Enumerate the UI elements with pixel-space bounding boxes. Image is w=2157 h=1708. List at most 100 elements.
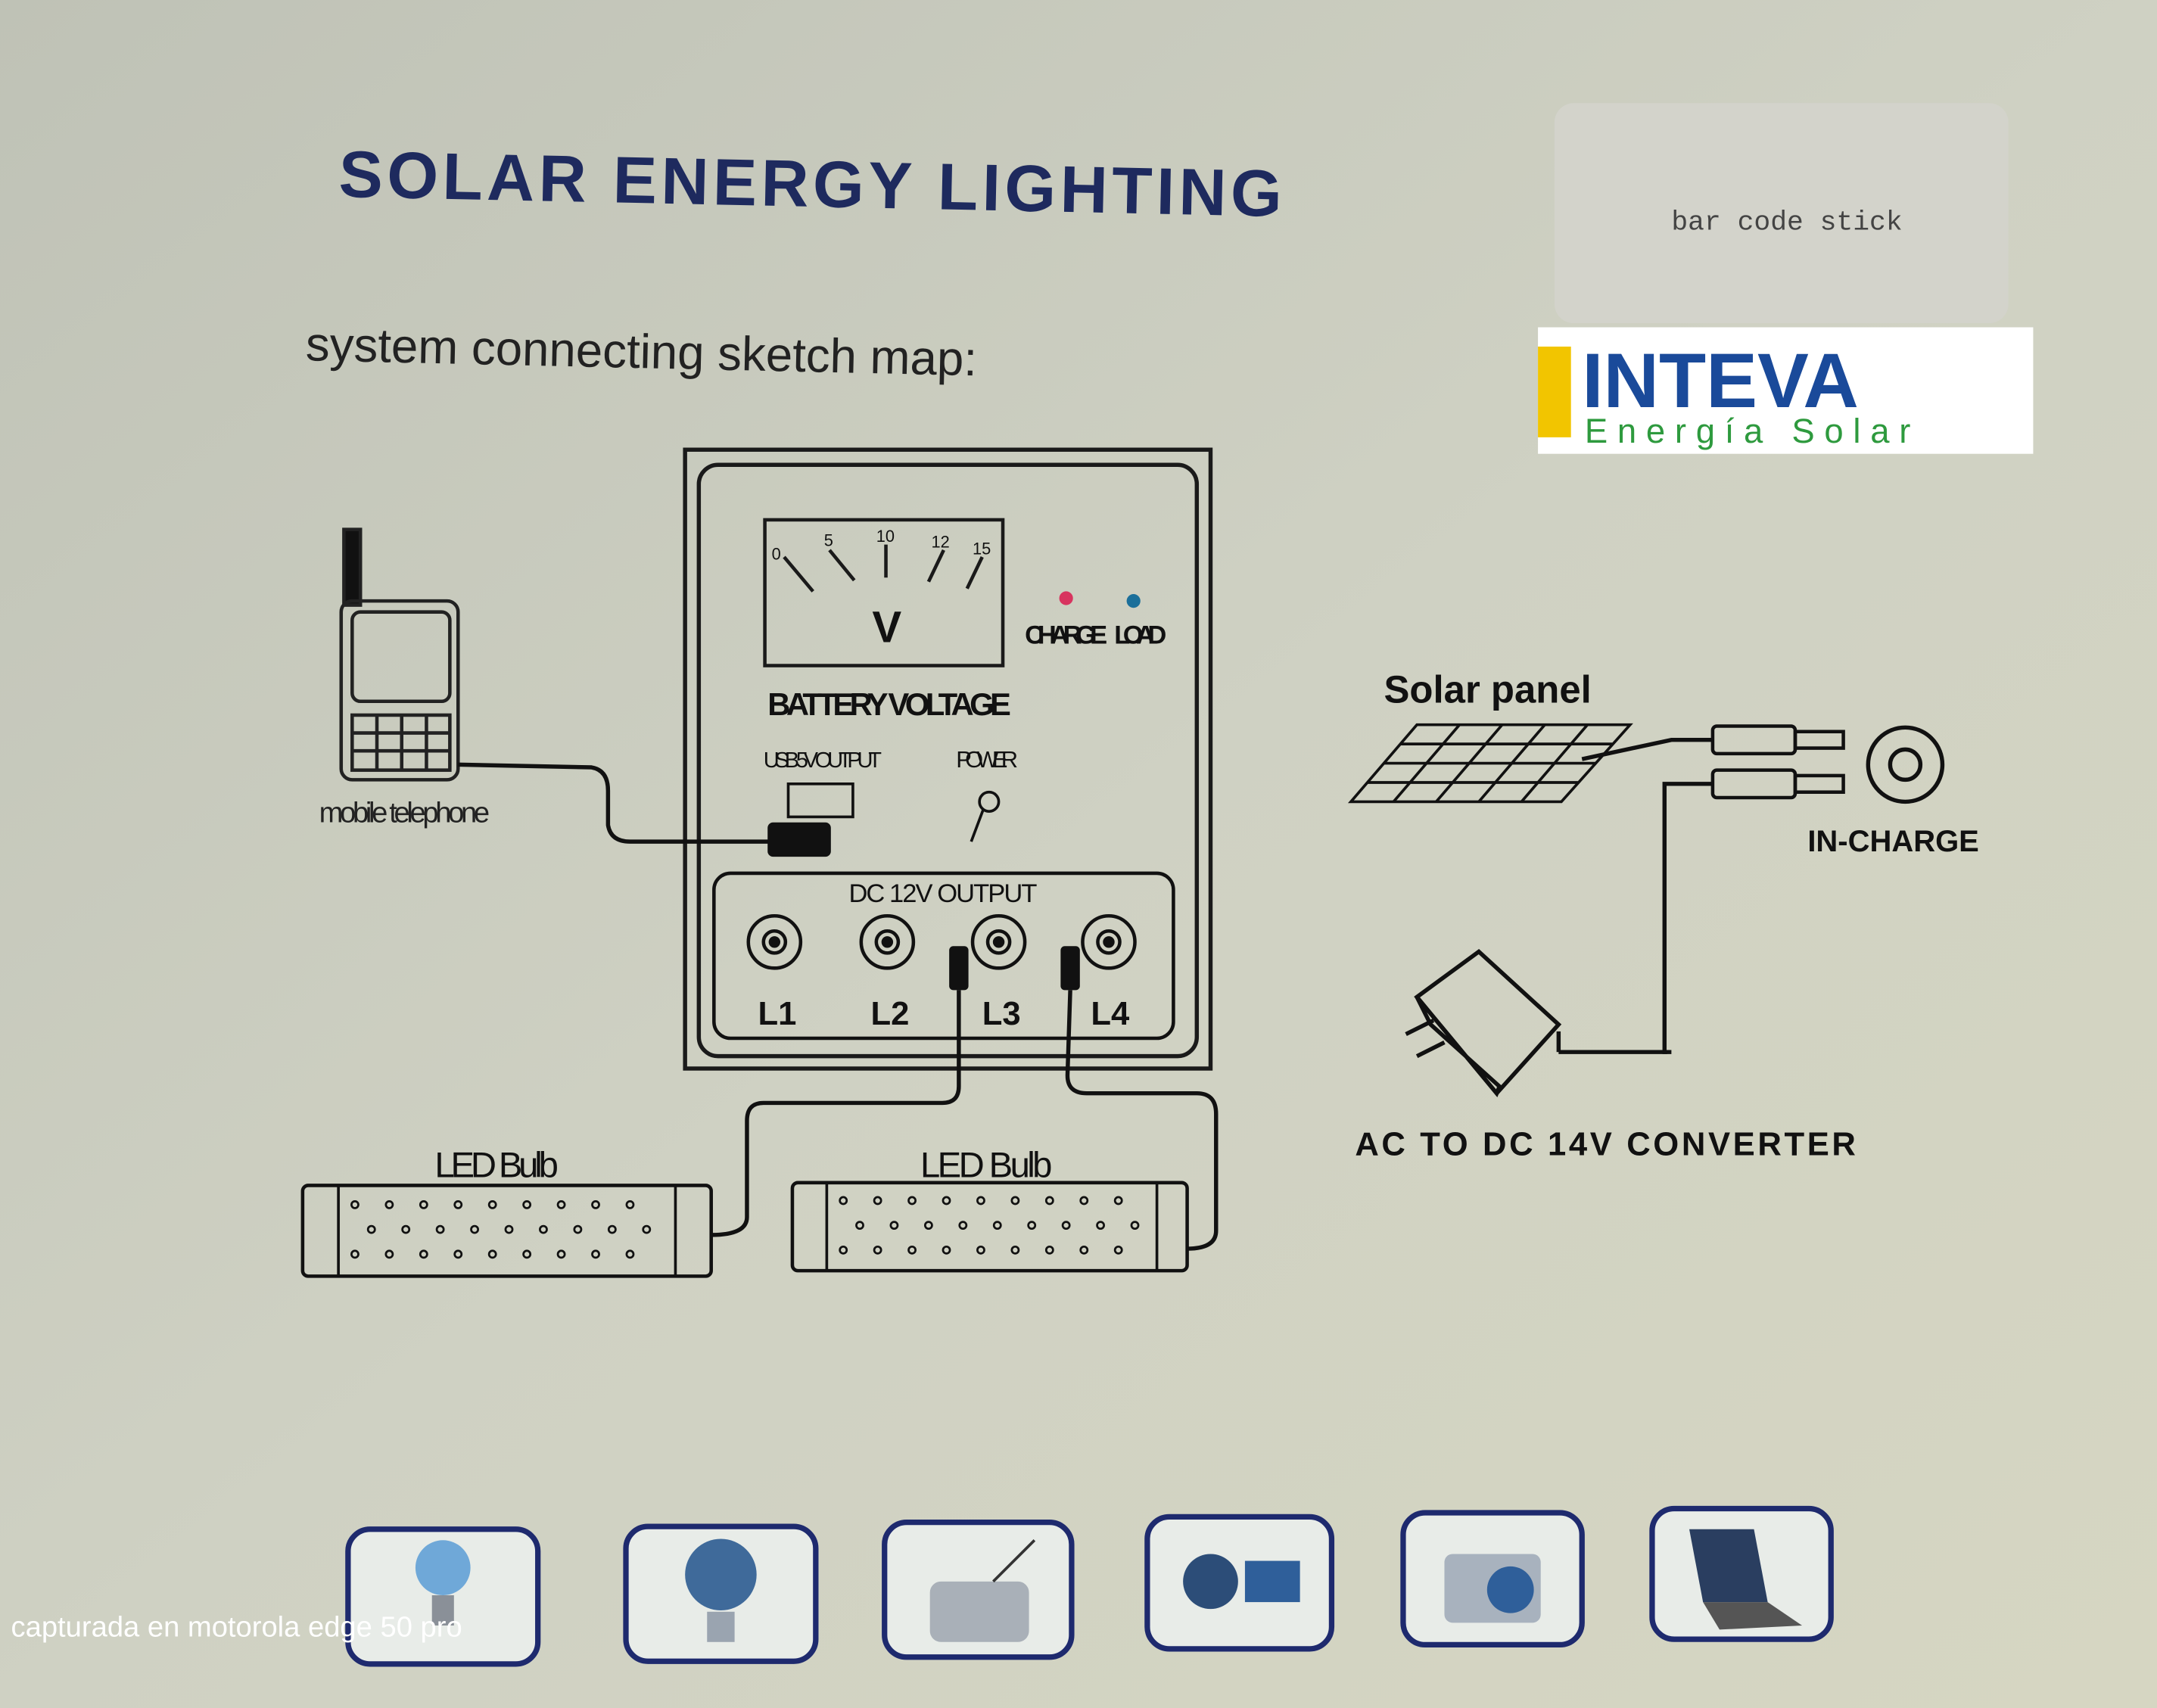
charge-led-icon [1059, 591, 1073, 605]
battery-voltage-label: BATTERY VOLTAGE [767, 686, 1011, 722]
plug-icon [1060, 946, 1080, 991]
meter-tick: 5 [824, 530, 833, 549]
bulb-cables [711, 990, 1219, 1251]
output-label: L4 [1091, 996, 1130, 1032]
led-dot [1079, 1245, 1089, 1255]
led-bulb-label: LED Bulb [434, 1146, 559, 1186]
led-dot [1010, 1196, 1020, 1206]
camera-watermark: capturada en motorola edge 50 pro [11, 1611, 462, 1644]
led-bulb-label: LED Bulb [920, 1146, 1052, 1186]
solar-panel-icon [1347, 723, 1633, 804]
led-dot [487, 1199, 497, 1209]
inteva-logo: INTEVA Energía Solar [1538, 327, 2034, 454]
output-label: L1 [758, 996, 796, 1032]
led-dot [1010, 1245, 1020, 1255]
barcode-label: bar code stick [1671, 207, 1902, 238]
led-dot [1113, 1245, 1123, 1255]
led-dot [504, 1224, 514, 1234]
usb-plug-icon [767, 822, 831, 857]
led-dot [1061, 1221, 1071, 1230]
led-dot [522, 1249, 532, 1259]
output-socket-l4 [1081, 914, 1137, 970]
converter-label: AC TO DC 14V CONVERTER [1355, 1126, 1856, 1162]
led-dot [839, 1196, 848, 1206]
dc-plug-icon [1710, 724, 1845, 800]
charge-cables [1581, 737, 1713, 1054]
led-dot [419, 1199, 428, 1209]
led-dot [470, 1224, 479, 1234]
led-dot [889, 1221, 899, 1230]
led-dot [1044, 1196, 1054, 1206]
led-dot [855, 1221, 864, 1230]
led-dot [873, 1196, 882, 1206]
logo-name: INTEVA [1582, 338, 1859, 424]
led-dot [907, 1245, 917, 1255]
led-dot [435, 1224, 445, 1234]
led-dot [591, 1199, 600, 1209]
output-label: L2 [871, 996, 910, 1032]
led-dot [907, 1196, 917, 1206]
led-dot [487, 1249, 497, 1259]
sun-icon [1538, 346, 1571, 437]
led-dot [839, 1245, 848, 1255]
led-dot [539, 1224, 548, 1234]
led-dot [923, 1221, 933, 1230]
in-charge-socket-icon [1866, 725, 1945, 804]
led-dot [642, 1224, 652, 1234]
led-dot [873, 1245, 882, 1255]
output-label: L3 [982, 996, 1021, 1032]
led-dot [1096, 1221, 1105, 1230]
led-dot [992, 1221, 1002, 1230]
led-dot [522, 1199, 532, 1209]
solar-panel-label: Solar panel [1384, 668, 1592, 711]
meter-tick: 0 [772, 545, 781, 564]
led-dot [384, 1199, 394, 1209]
led-dot [1079, 1196, 1089, 1206]
led-dot [1027, 1221, 1037, 1230]
led-bulb-2: LED Bulb [790, 1146, 1189, 1273]
load-led-icon [1126, 594, 1141, 608]
led-dot [384, 1249, 394, 1259]
load-label: LOAD [1114, 621, 1166, 649]
meter-unit: V [872, 603, 901, 652]
phone-label: mobile telephone [319, 797, 490, 829]
led-dot [556, 1199, 566, 1209]
phone-cable [458, 762, 770, 844]
mobile-phone-icon [339, 527, 460, 782]
led-dot [1113, 1196, 1123, 1206]
led-dot [1130, 1221, 1140, 1230]
led-dot [556, 1249, 566, 1259]
usb-output-label: USB 5V OUTPUT [764, 748, 882, 773]
output-socket-l2 [859, 914, 916, 970]
controller-box [683, 447, 1213, 1071]
led-dot [350, 1249, 360, 1259]
led-dot [453, 1249, 463, 1259]
led-dot [942, 1245, 951, 1255]
led-dot [366, 1224, 376, 1234]
led-dot [625, 1199, 635, 1209]
output-socket-l3 [970, 914, 1027, 970]
led-dot [976, 1196, 985, 1206]
charge-label: CHARGE [1025, 621, 1107, 649]
led-dot [607, 1224, 617, 1234]
led-dot [591, 1249, 600, 1259]
barcode-area: bar code stick [1554, 103, 2009, 324]
usb-port [786, 782, 854, 819]
output-socket-l1 [746, 914, 803, 970]
meter-tick: 10 [876, 527, 895, 546]
led-dot [625, 1249, 635, 1259]
led-dot [419, 1249, 428, 1259]
power-label: POWER [956, 746, 1018, 773]
led-bulb-1: LED Bulb [300, 1146, 713, 1278]
led-dot [1044, 1245, 1054, 1255]
meter-tick: 15 [973, 539, 991, 558]
power-switch-icon [970, 790, 1001, 842]
logo-tagline: Energía Solar [1585, 412, 1920, 450]
voltmeter: 0 5 10 12 15 V [763, 518, 1005, 667]
meter-tick: 12 [932, 532, 950, 551]
led-dot [958, 1221, 968, 1230]
led-dot [453, 1199, 463, 1209]
plug-icon [949, 946, 969, 991]
led-dot [976, 1245, 985, 1255]
